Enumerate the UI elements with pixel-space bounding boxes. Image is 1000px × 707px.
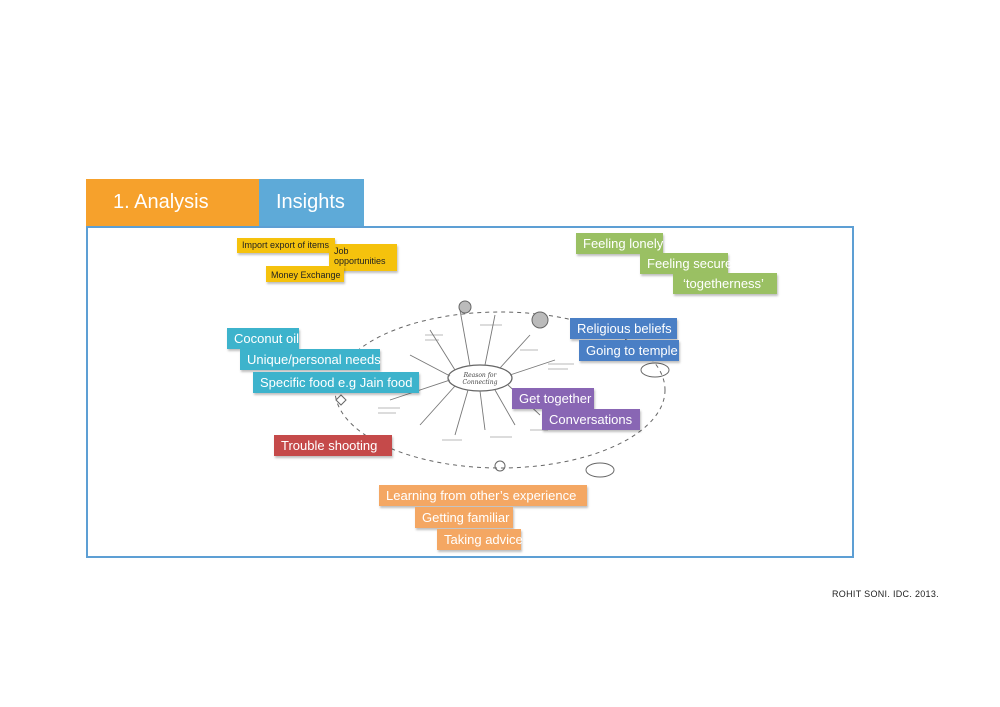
analysis-tab: 1. Analysis [86, 179, 259, 226]
note-taking-advice: Taking advice [437, 529, 523, 550]
note-feeling-lonely: Feeling lonely [576, 233, 663, 254]
note-money-exchange: Money Exchange [266, 266, 344, 282]
note-coconut-oil: Coconut oil [227, 328, 299, 349]
note-get-together: Get together [512, 388, 594, 409]
note-trouble-shooting: Trouble shooting [274, 435, 392, 456]
author-credit: ROHIT SONI. IDC. 2013. [832, 589, 939, 599]
insights-tab-label: Insights [276, 191, 345, 213]
sketch-center-label: Reason for Connecting [462, 372, 498, 386]
note-conversations: Conversations [542, 409, 640, 430]
note-feeling-secure: Feeling secure [640, 253, 732, 274]
note-getting-familiar: Getting familiar [415, 507, 513, 528]
note-specific-food: Specific food e.g Jain food [253, 372, 419, 393]
note-unique-needs: Unique/personal needs [240, 349, 381, 370]
note-job-opportunities: Job opportunities [329, 244, 397, 271]
note-going-to-temple: Going to temple [579, 340, 679, 361]
analysis-tab-label: 1. Analysis [113, 191, 209, 213]
note-religious-beliefs: Religious beliefs [570, 318, 677, 339]
note-learning: Learning from other’s experience [379, 485, 587, 506]
insights-tab: Insights [259, 179, 364, 226]
note-import-export: Import export of items [237, 238, 335, 253]
mind-map-sketch [334, 300, 670, 478]
note-togetherness: ‘togetherness’ [673, 273, 777, 294]
